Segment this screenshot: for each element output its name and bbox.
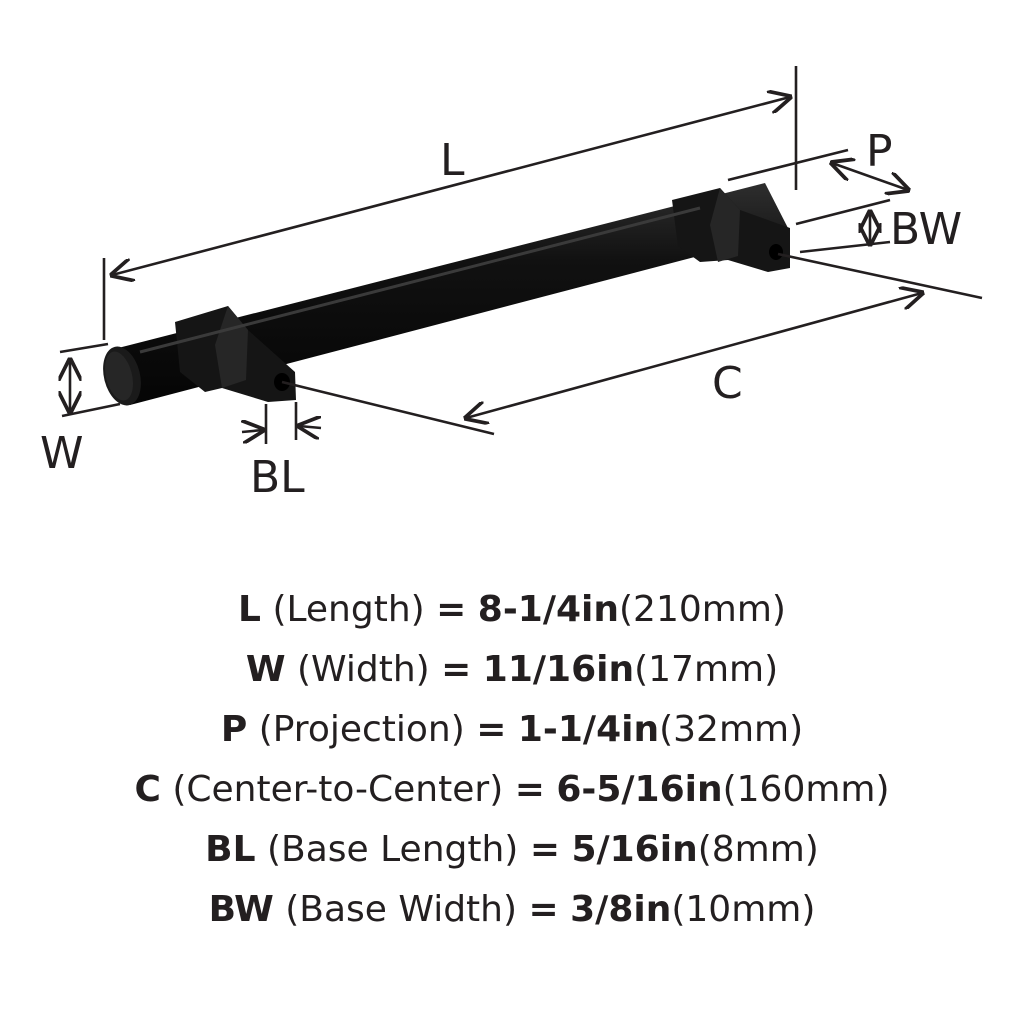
center-extension-right — [777, 252, 983, 300]
spec-code: L — [238, 589, 261, 630]
spec-row-length: L (Length) = 8-1/4in(210mm) — [0, 580, 1024, 640]
spec-equals: = — [528, 889, 559, 930]
spec-code: BW — [208, 889, 274, 930]
spec-metric: (32mm) — [659, 709, 804, 750]
spec-name: (Base Width) — [285, 889, 518, 930]
dimension-spec-list: L (Length) = 8-1/4in(210mm) W (Width) = … — [0, 580, 1024, 940]
spec-row-width: W (Width) = 11/16in(17mm) — [0, 640, 1024, 700]
spec-row-base-width: BW (Base Width) = 3/8in(10mm) — [0, 880, 1024, 940]
spec-row-center-to-center: C (Center-to-Center) = 6-5/16in(160mm) — [0, 760, 1024, 820]
spec-imperial: 1-1/4in — [517, 709, 660, 750]
base-length-arrow-left — [242, 430, 263, 432]
base-width-label: BW — [890, 204, 962, 255]
projection-extension-top — [727, 148, 849, 182]
cabinet-pull-handle — [103, 183, 790, 406]
spec-name: (Center-to-Center) — [172, 769, 504, 810]
spec-row-projection: P (Projection) = 1-1/4in(32mm) — [0, 700, 1024, 760]
spec-name: (Length) — [272, 589, 425, 630]
spec-equals: = — [514, 769, 545, 810]
spec-imperial: 6-5/16in — [556, 769, 723, 810]
base-length-label: BL — [250, 452, 305, 503]
base-width-extension-bottom — [799, 240, 891, 254]
width-extension-top — [59, 342, 109, 354]
center-dimension-arrow — [466, 293, 922, 418]
spec-code: BL — [205, 829, 256, 870]
spec-imperial: 5/16in — [571, 829, 698, 870]
spec-metric: (210mm) — [619, 589, 786, 630]
projection-dimension-arrow — [832, 163, 908, 190]
spec-code: W — [245, 649, 286, 690]
length-label: L — [440, 135, 465, 186]
spec-metric: (8mm) — [697, 829, 819, 870]
spec-row-base-length: BL (Base Length) = 5/16in(8mm) — [0, 820, 1024, 880]
base-width-extension-top — [795, 198, 891, 226]
center-label: C — [712, 358, 743, 409]
spec-imperial: 11/16in — [482, 649, 635, 690]
spec-metric: (10mm) — [671, 889, 816, 930]
width-label: W — [40, 428, 84, 479]
base-length-arrow-right — [299, 426, 322, 428]
spec-equals: = — [441, 649, 472, 690]
right-screw-hole — [769, 244, 783, 260]
dimension-lines — [59, 66, 983, 444]
spec-code: C — [134, 769, 161, 810]
projection-label: P — [866, 126, 893, 177]
spec-equals: = — [436, 589, 467, 630]
spec-equals: = — [529, 829, 560, 870]
spec-code: P — [220, 709, 248, 750]
length-dimension-arrow — [112, 97, 790, 275]
spec-imperial: 8-1/4in — [477, 589, 619, 630]
spec-equals: = — [476, 709, 507, 750]
spec-name: (Base Length) — [266, 829, 519, 870]
spec-name: (Width) — [297, 649, 430, 690]
spec-name: (Projection) — [258, 709, 465, 750]
spec-metric: (160mm) — [722, 769, 890, 810]
spec-metric: (17mm) — [634, 649, 779, 690]
spec-imperial: 3/8in — [570, 889, 672, 930]
handle-dimension-diagram: L P BW C W BL — [40, 66, 983, 503]
center-extension-left — [281, 380, 495, 436]
